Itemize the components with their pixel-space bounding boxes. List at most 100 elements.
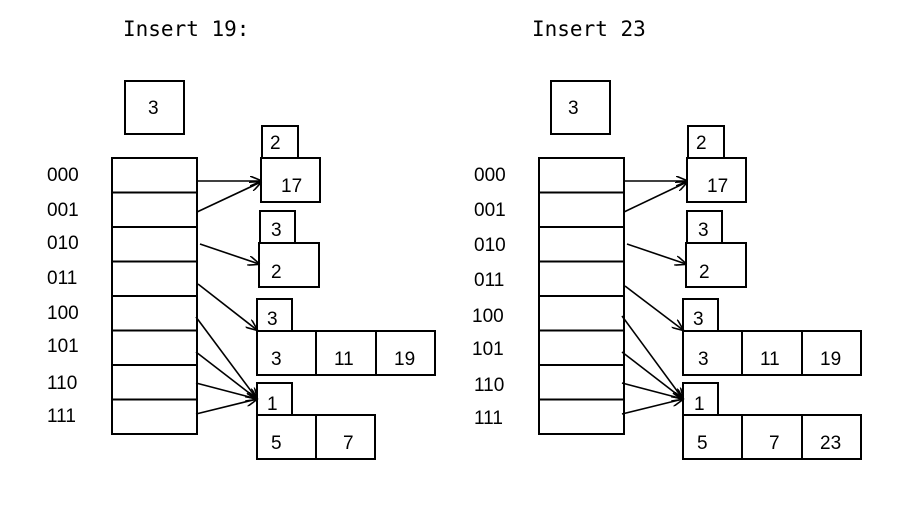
bucket-value: 17 (281, 176, 302, 197)
directory-label: 000 (47, 165, 79, 186)
directory-cell (538, 191, 625, 228)
local-depth-value: 3 (693, 309, 704, 330)
panel-title: Insert 23 (532, 17, 646, 41)
bucket-slot (260, 157, 321, 203)
directory-cell (538, 329, 625, 366)
pointer-arrows (621, 181, 687, 415)
bucket: 3 2 (685, 210, 747, 288)
directory-cell (538, 398, 625, 435)
bucket-slot (315, 414, 376, 460)
pointer-arrow (621, 351, 683, 399)
bucket-value: 7 (769, 433, 780, 454)
bucket: 2 17 (260, 125, 321, 203)
directory-label: 111 (47, 406, 76, 427)
bucket-slot (256, 414, 317, 460)
pointer-arrow (199, 243, 259, 264)
bucket-slot (375, 330, 436, 376)
pointer-arrow (621, 315, 683, 399)
bucket: 1 5 7 23 (682, 382, 862, 460)
pointer-arrow (624, 285, 683, 330)
bucket: 3 3 11 19 (256, 298, 436, 376)
bucket: 2 17 (686, 125, 747, 203)
local-depth-box (687, 125, 725, 159)
bucket-value: 7 (343, 433, 354, 454)
bucket: 1 5 7 (256, 382, 376, 460)
local-depth-box (259, 210, 296, 244)
directory-label: 010 (47, 233, 79, 254)
panel-insert-23: Insert 23 3 000 001 010 011 100 101 110 … (472, 17, 862, 460)
pointer-arrow (196, 182, 261, 213)
local-depth-value: 3 (698, 220, 709, 241)
directory-label: 000 (474, 165, 506, 186)
bucket-value: 5 (697, 433, 708, 454)
directory-label: 001 (474, 200, 506, 221)
bucket-value: 5 (271, 433, 282, 454)
bucket-value: 2 (699, 262, 710, 283)
directory-label: 111 (474, 408, 503, 429)
bucket-slot (741, 414, 803, 460)
bucket-value: 23 (820, 433, 841, 454)
directory-label: 110 (474, 375, 504, 396)
bucket-slot (258, 242, 320, 288)
local-depth-value: 1 (694, 394, 705, 415)
global-depth-box (124, 80, 185, 135)
panel-title: Insert 19: (123, 17, 249, 41)
directory-cell (111, 398, 198, 435)
directory-label: 110 (47, 373, 77, 394)
directory-cell (111, 226, 198, 263)
directory-label: 001 (47, 200, 79, 221)
bucket: 3 3 11 19 (682, 298, 862, 376)
bucket: 3 2 (258, 210, 320, 288)
directory-cell (538, 260, 625, 297)
directory-cell (538, 364, 625, 401)
directory-cell (111, 364, 198, 401)
pointer-arrow (195, 351, 257, 399)
global-depth-value: 3 (568, 98, 579, 119)
bucket-value: 11 (334, 349, 354, 370)
bucket-slot (801, 330, 862, 376)
bucket-value: 17 (707, 176, 728, 197)
directory-cell (538, 157, 625, 194)
pointer-arrow (626, 243, 686, 264)
directory-cell (111, 329, 198, 366)
pointer-arrow (195, 316, 257, 399)
bucket-value: 3 (698, 349, 709, 370)
directory-cell (111, 157, 198, 194)
local-depth-value: 2 (696, 133, 707, 154)
panel-insert-19: Insert 19: 3 000 001 010 011 100 101 110… (47, 17, 436, 460)
bucket-slot (685, 242, 747, 288)
directory-label: 100 (472, 306, 504, 327)
directory-label: 011 (474, 270, 504, 291)
pointer-arrows (195, 181, 261, 415)
bucket-slot (315, 330, 377, 376)
bucket-value: 19 (394, 349, 415, 370)
local-depth-value: 3 (267, 309, 278, 330)
directory-cell (111, 191, 198, 228)
local-depth-value: 3 (271, 220, 282, 241)
bucket-value: 11 (760, 349, 780, 370)
pointer-arrow (195, 399, 257, 415)
directory-labels: 000 001 010 011 100 101 110 111 (47, 165, 79, 427)
bucket-value: 3 (271, 349, 282, 370)
directory-cell (538, 295, 625, 332)
directory-cell (538, 226, 625, 263)
global-depth-value: 3 (148, 98, 159, 119)
global-depth-box (550, 80, 611, 135)
bucket-slot (682, 330, 743, 376)
directory-cell (111, 260, 198, 297)
bucket-slot (682, 414, 743, 460)
bucket-slot (256, 330, 317, 376)
bucket-value: 2 (271, 262, 282, 283)
pointer-arrow (621, 399, 683, 415)
pointer-arrow (197, 283, 257, 330)
local-depth-box (686, 210, 723, 244)
pointer-arrow (623, 182, 687, 213)
directory-label: 101 (472, 339, 504, 360)
directory-cells (111, 157, 198, 435)
directory-label: 101 (47, 336, 79, 357)
bucket-value: 19 (820, 349, 841, 370)
directory-label: 010 (474, 235, 506, 256)
directory-cells (538, 157, 625, 435)
directory-label: 011 (47, 268, 77, 289)
